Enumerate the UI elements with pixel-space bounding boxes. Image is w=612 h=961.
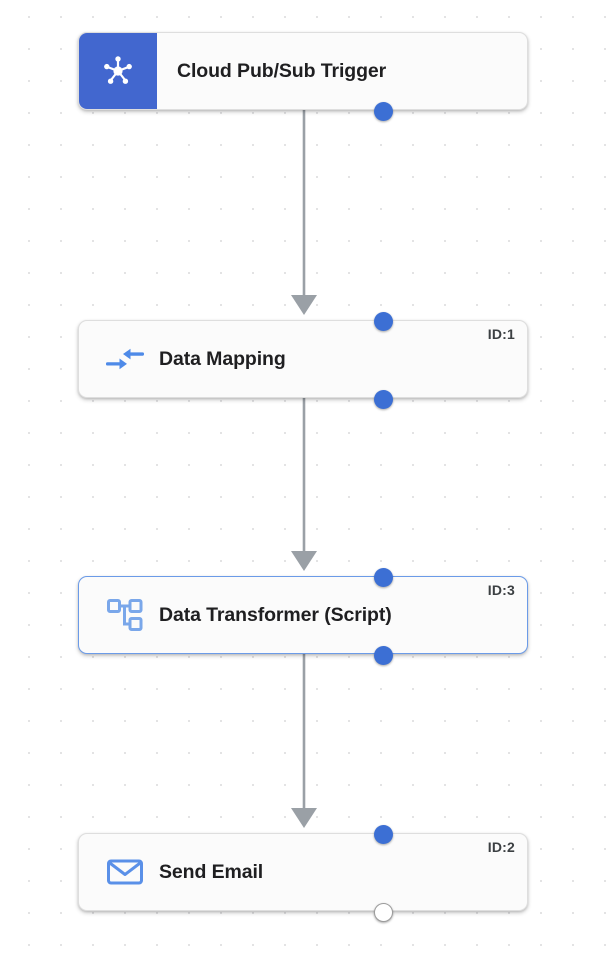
input-handle[interactable] [373, 311, 393, 331]
input-handle[interactable] [373, 824, 393, 844]
output-handle[interactable] [373, 101, 393, 121]
data-mapping-arrows-icon [97, 342, 153, 376]
node-label: Cloud Pub/Sub Trigger [177, 59, 387, 82]
node-label: Data Transformer (Script) [159, 603, 392, 626]
node-id-badge: ID:1 [487, 326, 515, 342]
node-id-badge: ID:2 [487, 839, 515, 855]
edge-data-transformer-to-send-email [291, 654, 317, 828]
edge-trigger-to-data-mapping [291, 110, 317, 315]
node-id-badge: ID:3 [487, 582, 515, 598]
node-send-email[interactable]: Send Email ID:2 [78, 824, 528, 922]
envelope-icon [97, 857, 153, 887]
node-data-transformer-script[interactable]: Data Transformer (Script) ID:3 [78, 567, 528, 665]
output-handle[interactable] [373, 902, 393, 922]
edge-data-mapping-to-data-transformer [291, 398, 317, 571]
output-handle[interactable] [373, 389, 393, 409]
input-handle[interactable] [373, 567, 393, 587]
node-label: Data Mapping [159, 347, 286, 370]
node-cloud-pubsub-trigger[interactable]: Cloud Pub/Sub Trigger [78, 32, 528, 121]
output-handle[interactable] [373, 645, 393, 665]
hierarchy-script-icon [97, 596, 153, 634]
pubsub-hub-icon [79, 33, 157, 109]
node-label: Send Email [159, 860, 264, 883]
node-data-mapping[interactable]: Data Mapping ID:1 [78, 311, 528, 409]
